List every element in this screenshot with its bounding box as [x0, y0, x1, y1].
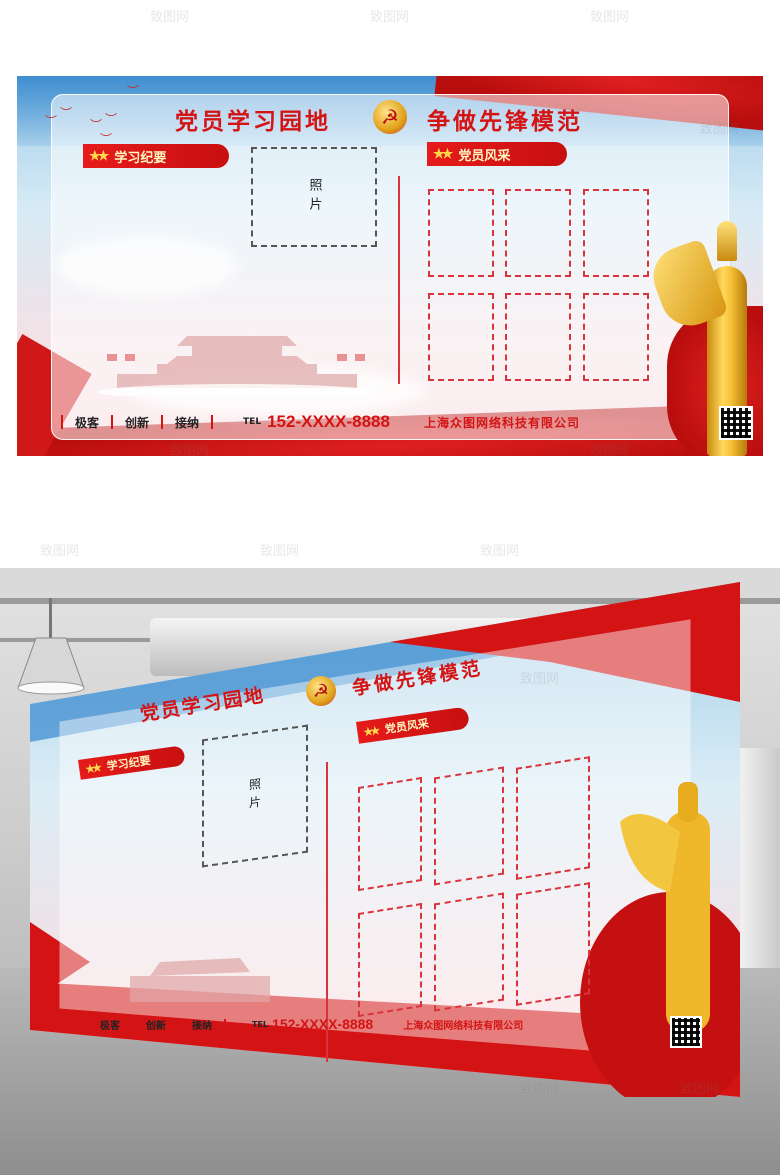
- ceiling-beam: [0, 568, 780, 598]
- section-label-study: ★★ 学习纪要: [83, 144, 229, 168]
- separator: [61, 415, 63, 429]
- watermark: 致图网: [150, 10, 190, 25]
- mockup-member-photo-slot[interactable]: [358, 776, 422, 892]
- star-icon: ★★: [84, 760, 100, 776]
- separator: [132, 1018, 134, 1030]
- mockup-footer-nav-item[interactable]: 极客: [100, 1020, 120, 1032]
- mockup-photo-placeholder[interactable]: 照片: [202, 724, 308, 868]
- mockup-company-name: 上海众图网络科技有限公司: [403, 1020, 524, 1032]
- watermark: 致图网: [680, 1082, 720, 1097]
- mockup-divider: [326, 762, 328, 1062]
- mockup-footer-nav-item[interactable]: 接纳: [192, 1020, 212, 1032]
- pendant-lamp-icon: [17, 598, 85, 695]
- separator: [211, 415, 214, 429]
- mockup-qr-code-icon: [670, 1016, 702, 1048]
- star-icon: ★★: [433, 146, 453, 162]
- mockup-member-photo-slot[interactable]: [434, 766, 504, 886]
- ceiling-beam: [0, 598, 780, 604]
- footer-bar: 极客 创新 接纳 TEL 152-XXXX-8888 上海众图网络科技有限公司: [61, 412, 580, 432]
- birds-icon: ︶ ︶ ︶ ︶ ︶ ︶: [45, 84, 140, 146]
- watermark: 致图网: [590, 444, 630, 459]
- company-name: 上海众图网络科技有限公司: [423, 415, 580, 430]
- title-right: 争做先锋模范: [427, 108, 583, 135]
- member-photo-slot[interactable]: [505, 293, 571, 381]
- member-photo-slot[interactable]: [583, 293, 649, 381]
- separator: [111, 415, 114, 429]
- mockup-footer-bar: 极客 创新 接纳 TEL 152-XXXX-8888 上海众图网络科技有限公司: [86, 1016, 523, 1032]
- separator: [224, 1018, 226, 1030]
- mockup-footer-nav-item[interactable]: 创新: [146, 1020, 166, 1032]
- watermark: 致图网: [370, 10, 410, 25]
- watermark: 致图网: [40, 544, 80, 559]
- footer-nav-item[interactable]: 接纳: [175, 415, 200, 430]
- watermark: 致图网: [480, 544, 520, 559]
- tel-label: TEL: [243, 417, 262, 427]
- mockup-phone-number: 152-XXXX-8888: [272, 1016, 374, 1032]
- mockup-party-emblem-icon: ☭: [306, 676, 336, 706]
- mockup-tel-label: TEL: [252, 1019, 269, 1029]
- mockup-member-photo-slot[interactable]: [516, 756, 590, 880]
- qr-code-icon: [719, 406, 753, 440]
- phone-number: 152-XXXX-8888: [267, 412, 390, 431]
- tiananmen-gate-icon: [97, 336, 377, 396]
- member-photo-slot[interactable]: [428, 293, 494, 381]
- separator: [161, 415, 164, 429]
- mockup-member-photo-slot[interactable]: [516, 882, 590, 1006]
- mockup-member-photo-slot[interactable]: [358, 902, 422, 1018]
- board-flat: ︶ ︶ ︶ ︶ ︶ ︶ 党员学习园地 ☭ 争做先锋模范 ★★ 学习纪要 ★★ 学…: [17, 76, 763, 456]
- divider: [398, 176, 400, 384]
- mockup-member-photo-slot[interactable]: [434, 892, 504, 1012]
- footer-nav-item[interactable]: 创新: [125, 415, 150, 430]
- photo-placeholder[interactable]: 照片: [251, 147, 377, 247]
- board-mockup-frame: [30, 582, 740, 1097]
- watermark: 致图网: [700, 122, 740, 137]
- watermark: 致图网: [520, 672, 560, 687]
- member-photo-slot[interactable]: [583, 189, 649, 277]
- star-icon: ★★: [362, 723, 378, 739]
- huabiao-top: [717, 221, 737, 261]
- separator: [178, 1018, 180, 1030]
- title-left: 党员学习园地: [175, 108, 331, 135]
- board-mockup: 党员学习园地 ☭ 争做先锋模范 ★★ 学习纪要 ★★ 党员风采 照片 极客 创新…: [30, 582, 740, 1097]
- section-label-members: ★★ 学习纪要 党员风采: [427, 142, 567, 166]
- watermark: 致图网: [590, 10, 630, 25]
- star-icon: ★★: [89, 148, 109, 164]
- footer-nav-item[interactable]: 极客: [75, 415, 100, 430]
- member-photo-slot[interactable]: [505, 189, 571, 277]
- member-photo-slot[interactable]: [428, 189, 494, 277]
- watermark: 致图网: [260, 544, 300, 559]
- separator: [86, 1018, 88, 1030]
- watermark: 致图网: [170, 444, 210, 459]
- watermark: 致图网: [520, 1082, 560, 1097]
- party-emblem-icon: ☭: [373, 100, 407, 134]
